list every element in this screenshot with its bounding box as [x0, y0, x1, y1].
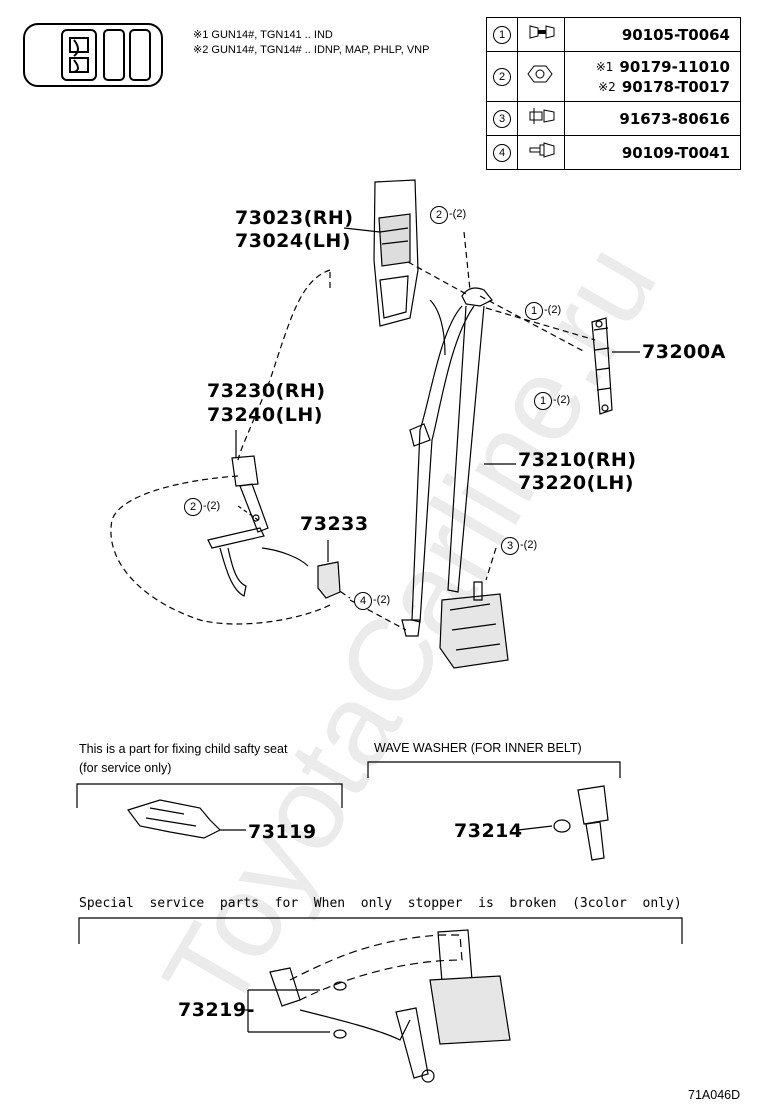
model-mark: ※2: [598, 79, 616, 94]
model-note-2: ※2 GUN14#, TGN14# .. IDNP, MAP, PHLP, VN…: [193, 44, 430, 56]
part-label-73214[interactable]: 73214: [454, 820, 523, 842]
inner-belt-with-washer: [553, 785, 609, 861]
part-label-73024[interactable]: 73024(LH): [235, 230, 351, 252]
bolt-icon: [529, 108, 555, 124]
table-row: 3 91673-80616: [486, 101, 741, 136]
part-number[interactable]: 90105-T0064: [621, 25, 730, 44]
buckle-cover: [317, 561, 341, 599]
part-label-73230[interactable]: 73230(RH): [207, 380, 326, 402]
pillar-garnish: [373, 179, 419, 327]
bolt-icon: [529, 25, 555, 39]
row-index: 1: [493, 26, 511, 44]
row-index: 4: [493, 144, 511, 162]
shoulder-bolt-icon: [529, 142, 555, 158]
part-number[interactable]: 90109-T0041: [621, 143, 730, 162]
part-label-73219[interactable]: 73219-: [178, 999, 255, 1021]
part-number[interactable]: 90178-T0017: [621, 77, 730, 96]
part-label-73210[interactable]: 73210(RH): [518, 449, 637, 471]
height-adjuster: [591, 317, 613, 415]
inner-belt-buckle: [207, 455, 309, 597]
part-label-73119[interactable]: 73119: [248, 821, 317, 843]
row-index: 2: [493, 68, 511, 86]
special-service-caption: Special service parts for When only stop…: [79, 896, 682, 911]
model-note-1: ※1 GUN14#, TGN141 .. IND: [193, 29, 333, 41]
wave-washer-caption: WAVE WASHER (FOR INNER BELT): [374, 741, 582, 755]
part-number[interactable]: 91673-80616: [619, 109, 730, 128]
part-label-73233[interactable]: 73233: [300, 513, 369, 535]
table-row: 2 ※1 90179-11010 ※2 90178-T0017: [486, 51, 741, 102]
belt-stopper-assembly: [269, 929, 511, 1083]
front-seat-belt-assembly: [401, 287, 509, 669]
child-seat-anchor-bracket: [127, 799, 222, 839]
row-index: 3: [493, 110, 511, 128]
child-seat-caption-line2: (for service only): [79, 761, 172, 775]
part-label-73023[interactable]: 73023(RH): [235, 207, 354, 229]
figure-code: 71A046D: [688, 1088, 741, 1102]
child-seat-caption-line1: This is a part for fixing child safty se…: [79, 742, 288, 756]
seat-layout-icon: [22, 22, 164, 93]
nut-icon: [527, 65, 553, 83]
fastener-parts-table: 1 90105-T0064 2 ※1 90179-11010 ※2 90178-T0…: [486, 17, 741, 170]
part-label-73240[interactable]: 73240(LH): [207, 404, 323, 426]
model-mark: ※1: [595, 59, 614, 74]
part-label-73220[interactable]: 73220(LH): [518, 472, 634, 494]
part-label-73200a[interactable]: 73200A: [642, 341, 726, 363]
table-row: 1 90105-T0064: [486, 17, 741, 52]
part-number[interactable]: 90179-11010: [619, 57, 730, 76]
table-row: 4 90109-T0041: [486, 135, 741, 170]
